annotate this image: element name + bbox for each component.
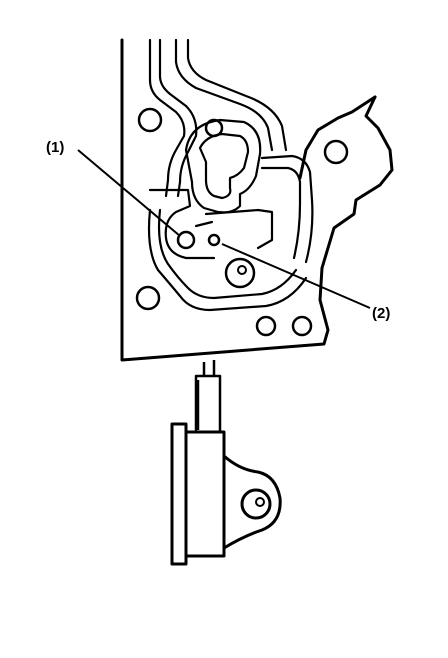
bracket-bolt-center-icon <box>255 497 265 507</box>
leader-line-2 <box>221 243 371 309</box>
bracket-bolt-icon <box>240 488 272 520</box>
bolt-holes <box>135 107 349 337</box>
lower-bracket <box>170 422 282 566</box>
ports <box>176 230 256 289</box>
callout-label-1: (1) <box>46 139 64 156</box>
bolt-hole-icon <box>291 315 313 337</box>
probe-stem <box>194 360 222 434</box>
port-1-icon <box>176 230 196 250</box>
check-ball-center-icon <box>237 265 247 275</box>
valve-body-plate <box>120 38 394 362</box>
bolt-hole-icon <box>204 118 224 138</box>
bolt-hole-icon <box>135 285 161 311</box>
fluid-passages <box>147 38 314 312</box>
port-2-icon <box>207 233 221 247</box>
check-ball-icon <box>224 257 256 289</box>
bolt-hole-icon <box>323 139 349 165</box>
bolt-hole-icon <box>255 315 277 337</box>
callout-label-2: (2) <box>372 305 390 322</box>
leader-lines <box>77 149 371 309</box>
leader-line-1 <box>77 149 181 237</box>
bolt-hole-icon <box>137 107 163 133</box>
